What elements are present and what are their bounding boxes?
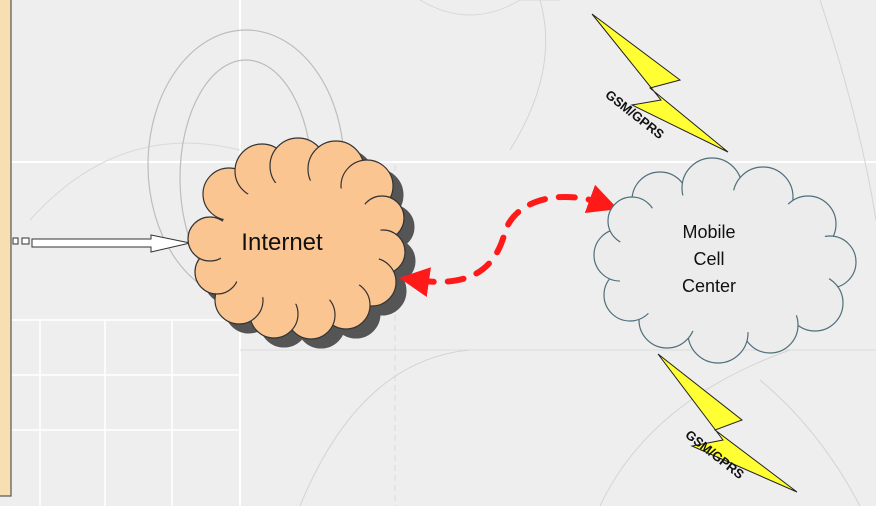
data-link-arrow — [399, 184, 619, 297]
left-panel — [0, 0, 12, 497]
connection-arrow — [31, 234, 191, 253]
device-connector — [12, 237, 30, 245]
mobile-cell-center-cloud: Mobile Cell Center — [593, 157, 857, 364]
cell-center-line-2: Cell — [693, 249, 724, 269]
internet-cloud: Internet — [187, 137, 416, 349]
cell-center-line-1: Mobile — [682, 222, 735, 242]
internet-label: Internet — [241, 229, 323, 256]
cell-center-line-3: Center — [682, 276, 736, 296]
